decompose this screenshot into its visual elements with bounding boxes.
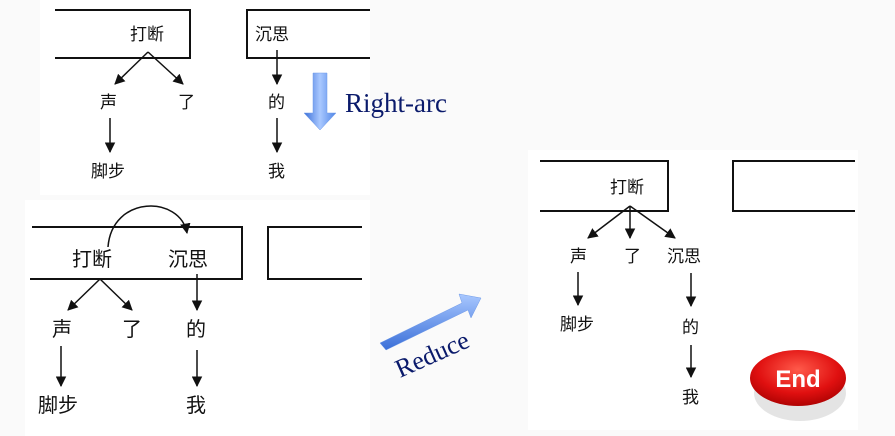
end-button[interactable]: End (750, 350, 846, 421)
word-sheng: 声 (100, 93, 117, 113)
word-jiaobu: 脚步 (560, 315, 594, 335)
word-chensi: 沉思 (168, 247, 208, 271)
word-le: 了 (122, 317, 142, 341)
arc (587, 205, 631, 239)
buffer-box (732, 160, 855, 212)
word-wo: 我 (268, 162, 285, 182)
arc (629, 205, 676, 239)
arc (114, 51, 149, 85)
state1: 打断 沉思 声 了 脚步 的 我 (55, 9, 370, 182)
transition-right-arc: Right-arc (303, 72, 447, 131)
word-dazhuan: 打断 (72, 247, 112, 271)
word-chensi: 沉思 (667, 247, 701, 267)
stack-box (55, 9, 191, 59)
arc (99, 278, 133, 311)
arc (67, 278, 101, 311)
word-le: 了 (178, 93, 195, 113)
stack-box (540, 160, 669, 212)
word-jiaobu: 脚步 (38, 393, 78, 417)
diagonal-arrow-icon (379, 293, 482, 351)
stack-box (30, 226, 243, 280)
word-de: 的 (682, 318, 699, 338)
word-jiaobu: 脚步 (91, 162, 125, 182)
down-arrow-icon (303, 72, 337, 131)
word-le: 了 (624, 247, 641, 267)
word-wo: 我 (186, 393, 206, 417)
word-chensi: 沉思 (255, 25, 289, 45)
word-dazhuan: 打断 (610, 178, 644, 198)
transition-reduce: Reduce (379, 293, 482, 383)
arc-curve (107, 205, 191, 248)
buffer-box (246, 9, 370, 59)
buffer-box (267, 226, 362, 280)
word-de: 的 (268, 93, 285, 113)
word-dazhuan: 打断 (130, 25, 164, 45)
state2: 打断 沉思 声 了 的 脚步 我 (30, 205, 362, 417)
end-button-label[interactable]: End (775, 366, 820, 393)
word-de: 的 (186, 317, 206, 341)
word-wo: 我 (682, 388, 699, 408)
word-sheng: 声 (570, 247, 587, 267)
panel-state2 (25, 200, 370, 436)
state3: 打断 声 了 沉思 脚步 的 我 (540, 160, 855, 408)
label-right-arc: Right-arc (345, 88, 447, 118)
word-sheng: 声 (52, 317, 72, 341)
end-button-shape[interactable] (750, 350, 846, 406)
arc (147, 51, 184, 85)
